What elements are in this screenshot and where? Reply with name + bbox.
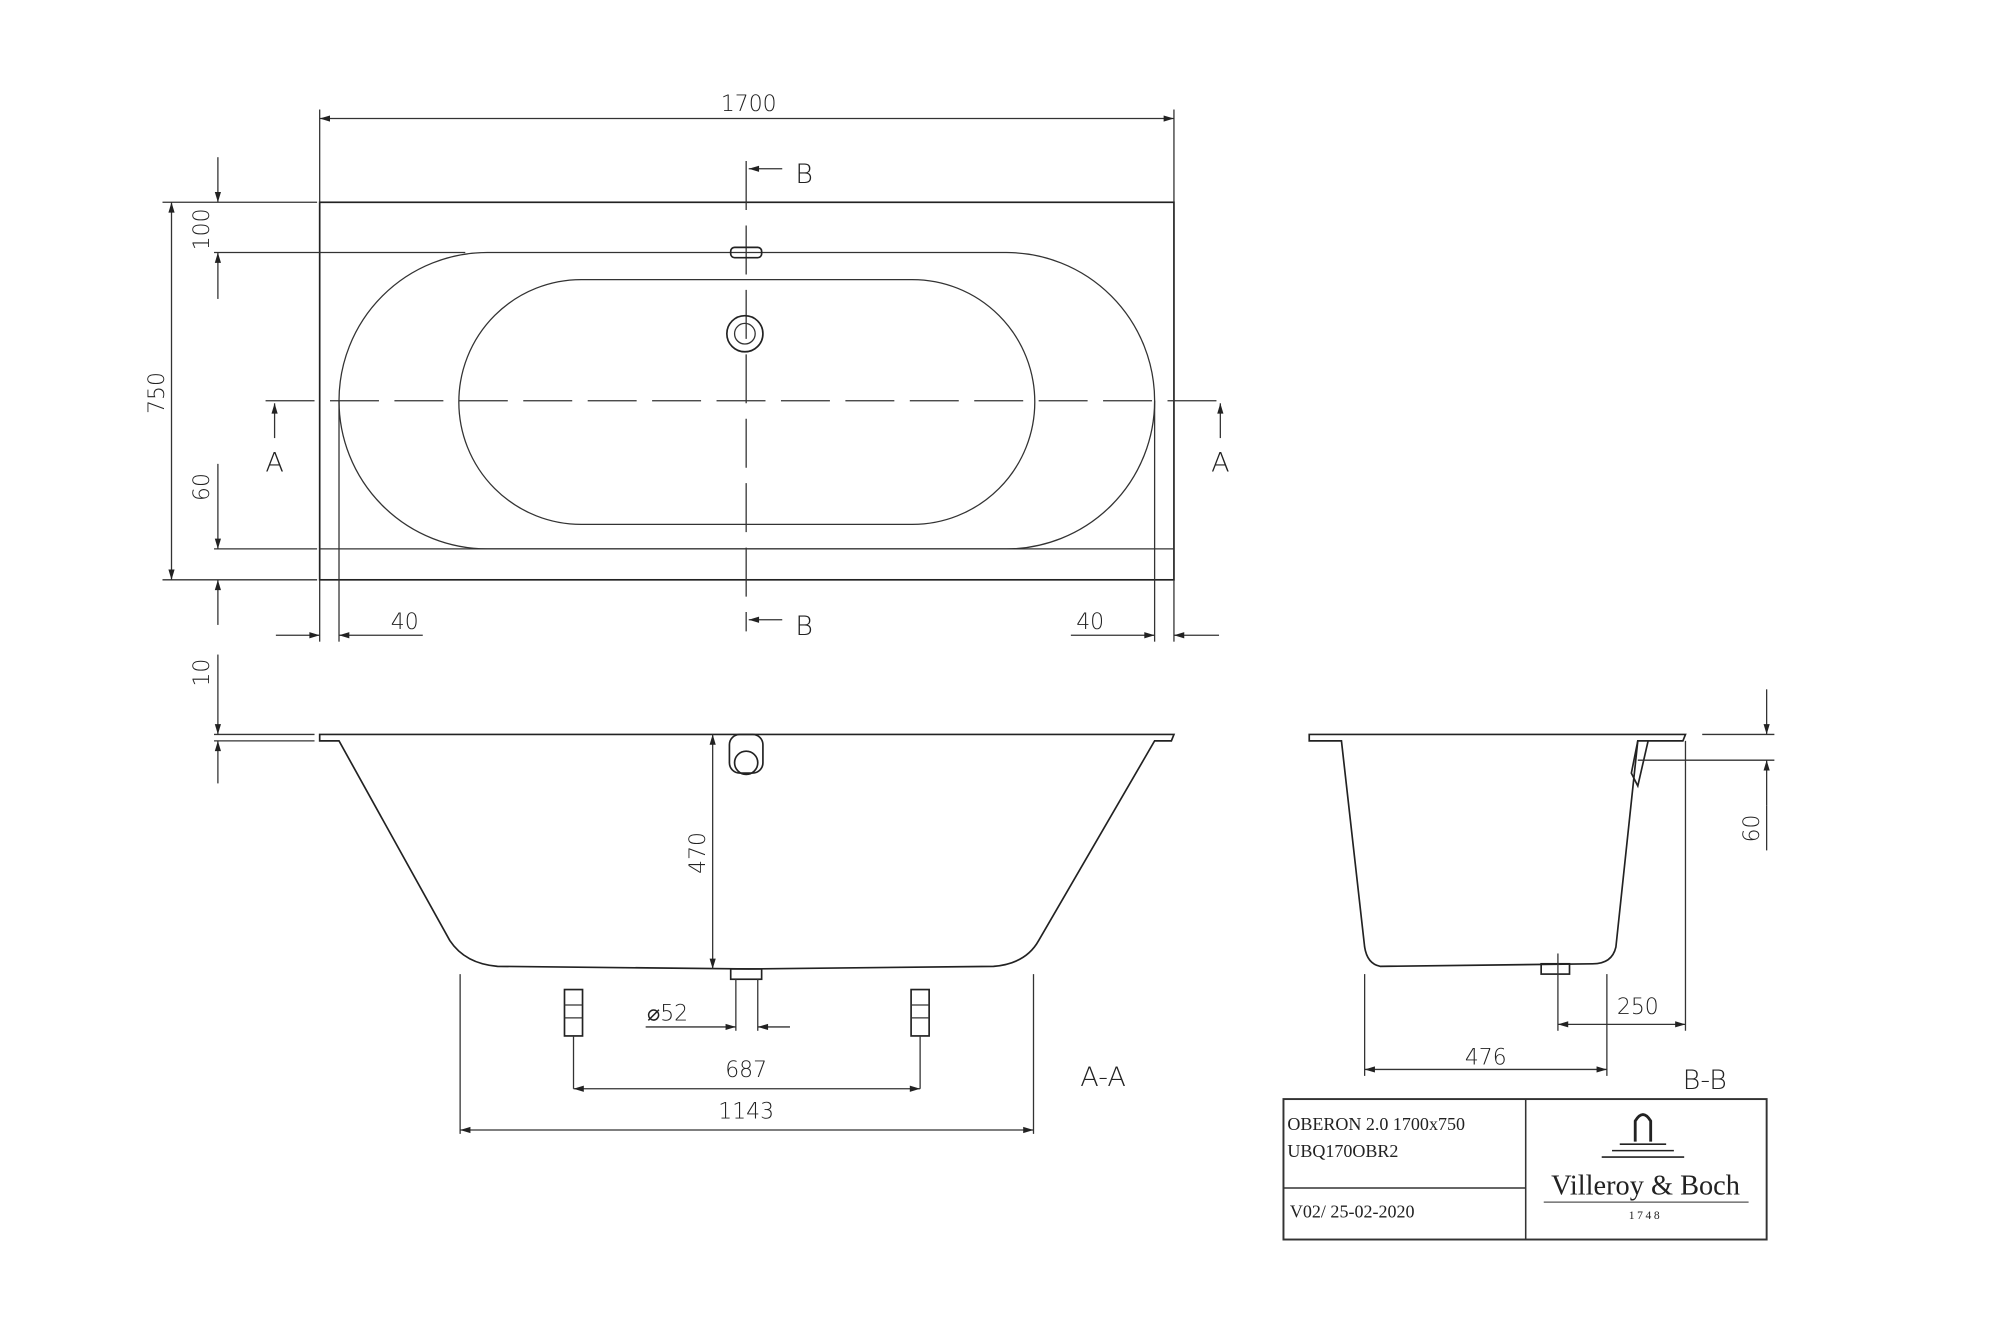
drain-icon [726, 314, 764, 353]
dim-drain-diameter: ⌀52 [647, 1001, 688, 1026]
dim-rim-bottom: 60 [190, 473, 215, 501]
dim-rim-left: 40 [391, 610, 419, 635]
dim-base-width: 476 [1465, 1045, 1507, 1070]
dim-base-length: 1143 [718, 1099, 774, 1124]
section-b-b: 60 250 476 B-B [1308, 689, 1775, 1096]
brand-logo-icon [1601, 1113, 1685, 1158]
overflow-icon [729, 246, 763, 259]
section-label-a-a: A-A [1080, 1062, 1126, 1093]
section-marker-a-right: A [1211, 448, 1230, 479]
dim-rim-thickness: 10 [190, 659, 215, 687]
overflow-fitting [728, 733, 764, 774]
dim-overall-width: 750 [145, 372, 170, 414]
version-date: V02/ 25-02-2020 [1290, 1202, 1415, 1222]
dim-overall-length: 1700 [721, 92, 777, 117]
brand-year: 1748 [1629, 1209, 1662, 1222]
dim-overflow-height: 60 [1740, 815, 1765, 843]
section-label-b-b: B-B [1683, 1065, 1727, 1096]
title-block: OBERON 2.0 1700x750 UBQ170OBR2 V02/ 25-0… [1282, 1098, 1768, 1241]
dim-rim-right: 40 [1076, 610, 1104, 635]
section-marker-a-left: A [265, 448, 284, 479]
product-code: UBQ170OBR2 [1287, 1141, 1398, 1161]
dim-drain-offset: 250 [1617, 995, 1659, 1020]
product-name: OBERON 2.0 1700x750 [1287, 1114, 1465, 1134]
section-marker-b-bottom: B [795, 611, 813, 642]
section-marker-b-top: B [795, 159, 813, 190]
foot-left [563, 988, 584, 1089]
dim-feet-spacing: 687 [725, 1058, 767, 1083]
brand-name: Villeroy & Boch [1551, 1170, 1740, 1201]
dim-depth: 470 [686, 832, 711, 874]
section-a-a: 10 470 ⌀52 687 1143 A-A [190, 654, 1176, 1134]
dim-rim-top: 100 [190, 208, 215, 250]
foot-right [910, 988, 930, 1089]
plan-view: 1700 750 100 60 40 40 A A B [145, 92, 1232, 642]
